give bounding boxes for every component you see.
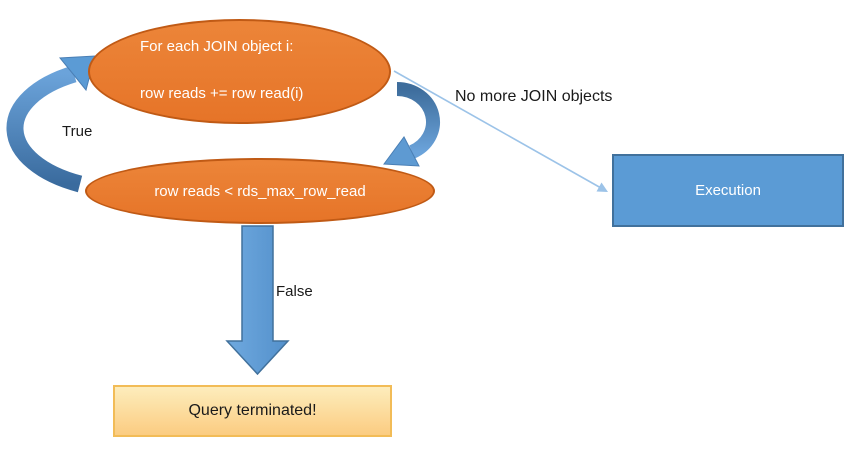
no-more-join-connector-arrow xyxy=(393,70,608,192)
terminated-node: Query terminated! xyxy=(113,385,392,437)
terminated-node-label: Query terminated! xyxy=(188,402,317,419)
condition-node: row reads < rds_max_row_read xyxy=(85,158,435,224)
loop-node-line2: row reads += row read(i) xyxy=(140,85,304,102)
no-more-join-edge-label: No more JOIN objects xyxy=(455,88,613,105)
execution-node: Execution xyxy=(612,154,844,227)
loop-node-line1: For each JOIN object i: xyxy=(140,38,294,55)
true-edge-label: True xyxy=(62,123,93,140)
condition-node-label: row reads < rds_max_row_read xyxy=(154,182,366,200)
true-loop-arrow xyxy=(6,55,96,193)
false-arrow xyxy=(225,225,290,376)
iteration-arrow xyxy=(383,82,440,167)
loop-node: For each JOIN object i: row reads += row… xyxy=(88,19,391,124)
false-edge-label: False xyxy=(276,283,313,300)
execution-node-label: Execution xyxy=(695,182,761,199)
